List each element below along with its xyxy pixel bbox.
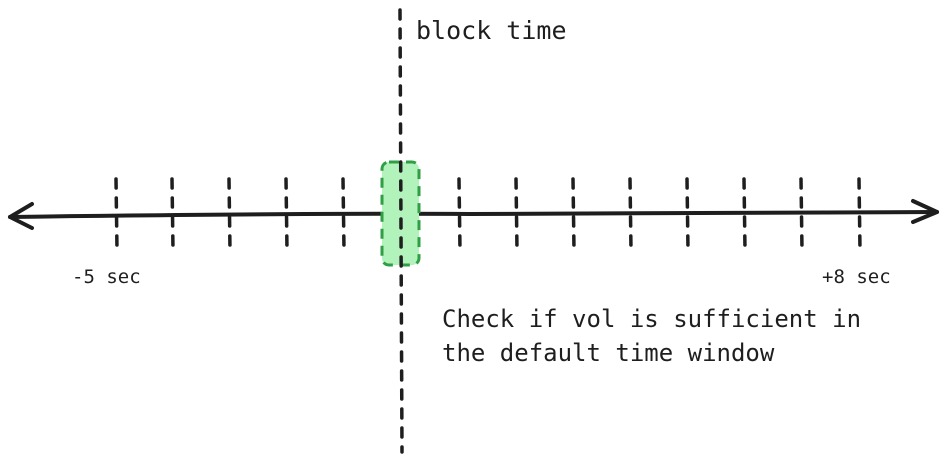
left-bound-label: -5 sec xyxy=(72,266,141,288)
right-bound-label: +8 sec xyxy=(822,266,891,288)
tick-mark xyxy=(857,177,862,252)
tick-mark xyxy=(571,177,576,252)
tick-mark xyxy=(628,177,633,252)
tick-marks xyxy=(114,177,862,252)
tick-mark xyxy=(227,177,232,252)
tick-mark xyxy=(514,177,519,252)
left-arrowhead-icon xyxy=(8,202,34,230)
tick-mark xyxy=(114,177,119,252)
note-line-1: Check if vol is sufficient in xyxy=(442,305,861,333)
right-arrowhead-icon xyxy=(911,199,939,224)
tick-mark xyxy=(457,177,462,252)
timeline-axis-line xyxy=(8,210,939,219)
timeline-axis xyxy=(8,199,939,230)
tick-mark xyxy=(799,177,804,252)
tick-mark xyxy=(284,177,289,252)
highlight-window xyxy=(380,160,421,267)
block-time-line xyxy=(398,8,404,454)
note-line-2: the default time window xyxy=(442,339,775,367)
tick-mark xyxy=(685,177,690,252)
tick-mark xyxy=(170,177,175,252)
block-time-label: block time xyxy=(416,16,567,45)
tick-mark xyxy=(341,177,346,252)
tick-mark xyxy=(742,177,747,252)
